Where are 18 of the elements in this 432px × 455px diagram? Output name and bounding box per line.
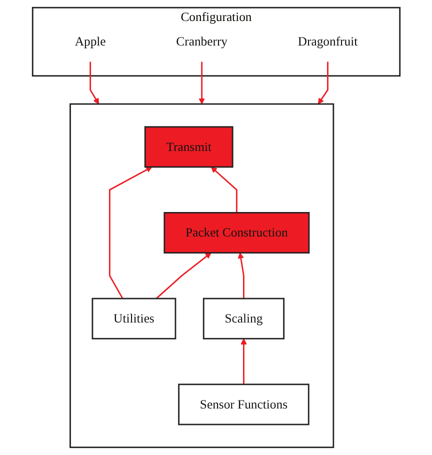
node-box xyxy=(92,298,176,340)
node-text: Cranberry xyxy=(176,34,228,48)
node-box xyxy=(144,126,234,168)
arrow xyxy=(240,338,247,384)
arrow xyxy=(198,62,205,104)
arrow xyxy=(89,62,99,104)
node-text: Apple xyxy=(74,34,106,48)
node-text: Dragonfruit xyxy=(298,34,358,48)
arrow xyxy=(108,166,152,299)
cluster xyxy=(69,103,334,448)
arrow xyxy=(238,252,244,299)
node-box xyxy=(178,384,310,426)
node-box xyxy=(202,298,284,340)
arrow xyxy=(156,252,212,300)
cluster xyxy=(32,6,400,77)
node-box xyxy=(163,212,310,254)
arrow xyxy=(210,166,238,213)
arrow xyxy=(318,62,328,104)
